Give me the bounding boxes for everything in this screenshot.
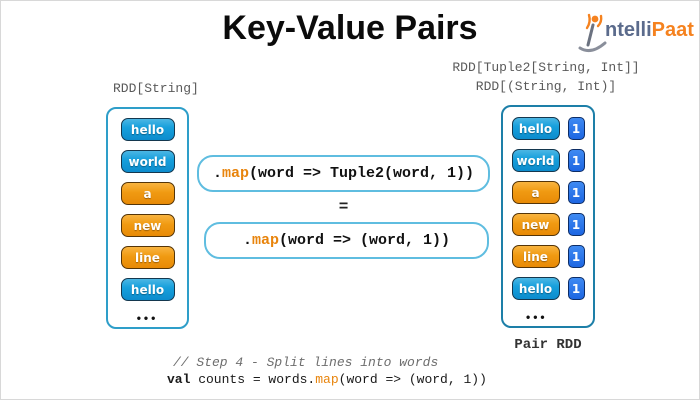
logo-text-blue: ntelli	[605, 19, 652, 41]
word-box: line	[120, 246, 175, 269]
word-box: hello	[511, 117, 560, 140]
code-mid: counts = words.	[190, 372, 316, 387]
word-box: new	[511, 213, 560, 236]
map-keyword: map	[315, 372, 339, 387]
count-box: 1	[567, 181, 585, 204]
code-rest: (word => (word, 1))	[338, 372, 487, 387]
word-box: hello	[511, 277, 560, 300]
code-comment: // Step 4 - Split lines into words	[173, 355, 439, 370]
count-box: 1	[567, 277, 585, 300]
code-line: val counts = words.map(word => (word, 1)…	[167, 372, 487, 387]
page-title: Key-Value Pairs	[222, 9, 478, 47]
pair-rdd-container: hello 1 world 1 a 1 new 1 line 1 hello 1…	[501, 105, 595, 328]
right-rdd-type-label-line2: RDD[(String, Int)]	[475, 79, 617, 94]
ellipsis: •••	[526, 310, 548, 324]
pair-row: hello 1	[511, 277, 585, 300]
word-box: hello	[120, 118, 175, 141]
logo-text: ntelliPaat	[605, 19, 694, 42]
word-box: a	[511, 181, 560, 204]
pair-rdd-caption: Pair RDD	[514, 337, 582, 353]
word-box: a	[120, 182, 175, 205]
map-keyword: map	[221, 165, 249, 182]
map-pair-code-box: .map(word => (word, 1))	[204, 222, 489, 259]
code-prefix: .	[212, 165, 222, 182]
word-box: world	[120, 150, 175, 173]
count-box: 1	[567, 245, 585, 268]
right-rdd-type-label-line1: RDD[Tuple2[String, Int]]	[452, 60, 640, 75]
leaping-person-icon	[578, 13, 607, 53]
intellipaat-logo: ntelliPaat	[578, 10, 698, 58]
ellipsis: •••	[136, 311, 159, 325]
pair-row: hello 1	[511, 117, 585, 140]
count-box: 1	[567, 149, 585, 172]
pair-row: a 1	[511, 181, 585, 204]
word-box: new	[120, 214, 175, 237]
word-box: line	[511, 245, 560, 268]
count-box: 1	[567, 213, 585, 236]
code-rest: (word => Tuple2(word, 1))	[248, 165, 475, 182]
word-box: world	[511, 149, 560, 172]
left-rdd-container: hello world a new line hello •••	[106, 107, 189, 329]
pair-row: line 1	[511, 245, 585, 268]
val-keyword: val	[167, 372, 191, 387]
count-box: 1	[567, 117, 585, 140]
map-keyword: map	[251, 232, 279, 249]
pair-row: new 1	[511, 213, 585, 236]
code-prefix: .	[242, 232, 252, 249]
word-box: hello	[120, 278, 175, 301]
logo-text-orange: Paat	[651, 19, 694, 41]
pair-row: world 1	[511, 149, 585, 172]
left-rdd-type-label: RDD[String]	[113, 81, 199, 96]
code-rest: (word => (word, 1))	[279, 232, 451, 249]
map-tuple2-code-box: .map(word => Tuple2(word, 1))	[197, 155, 490, 192]
equals-sign: =	[338, 198, 349, 216]
